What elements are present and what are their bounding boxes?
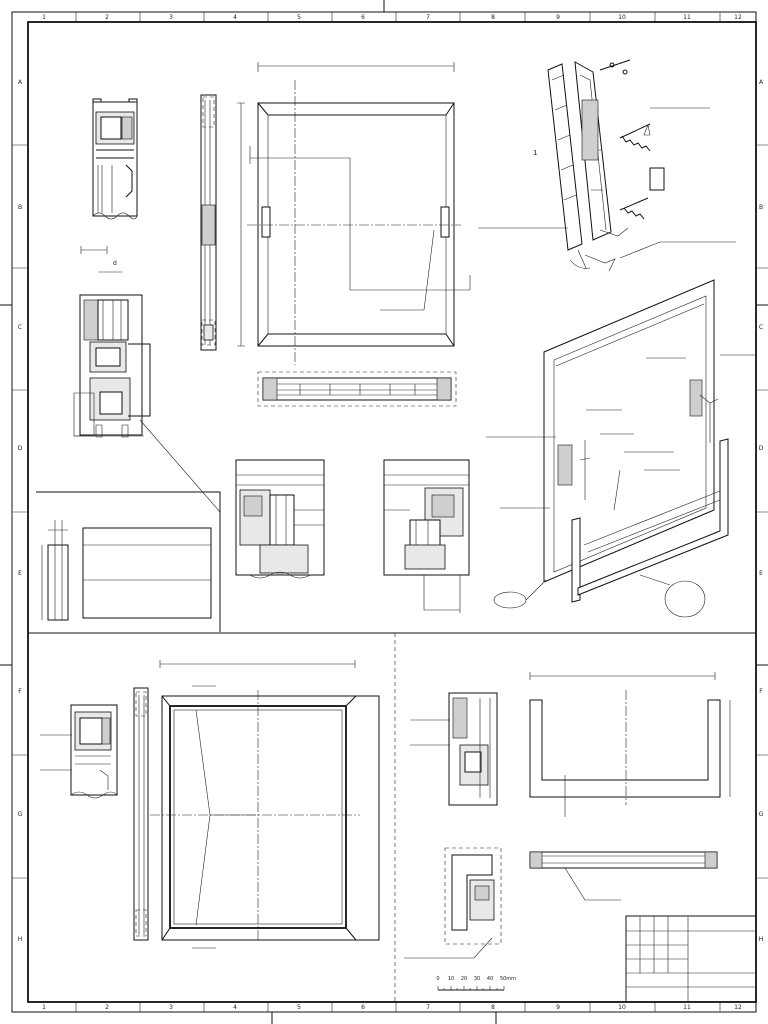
col-label: 5: [297, 1004, 301, 1011]
col-label: 11: [683, 14, 691, 21]
col-label: 8: [491, 1004, 495, 1011]
col-label: 3: [169, 1004, 173, 1011]
row-label: F: [759, 688, 763, 695]
frame-elevation-top: [237, 62, 471, 365]
row-label: E: [18, 570, 22, 577]
row-label: A: [759, 79, 764, 86]
col-label: 11: [683, 1004, 691, 1011]
col-label: 1: [42, 1004, 46, 1011]
detail-profile-boxed: [404, 847, 502, 959]
square-frame-elevation: [150, 660, 380, 949]
col-label: 8: [491, 14, 495, 21]
column-ticks: [75, 12, 721, 1012]
sill-section-left: [235, 459, 325, 579]
window-perspective-view: [486, 279, 756, 618]
scale-bar: 0 10 20 30 40 50mm: [436, 976, 516, 991]
row-labels-left: A B C D E F G H: [18, 79, 23, 943]
col-label: 4: [233, 1004, 237, 1011]
annotation-one: 1: [533, 149, 537, 157]
row-labels-right: A B C D E F G H: [759, 79, 764, 943]
horizontal-section-top: [257, 371, 457, 407]
sill-section-right: [383, 459, 470, 613]
title-block: [625, 915, 757, 1003]
col-label: 10: [618, 14, 626, 21]
profile-section-top: [92, 98, 138, 220]
col-label: 3: [169, 14, 173, 21]
col-label: 6: [361, 1004, 365, 1011]
row-label: H: [759, 936, 764, 943]
col-label: 5: [297, 14, 301, 21]
col-label: 9: [556, 14, 560, 21]
row-label: C: [759, 324, 763, 331]
col-label: 12: [734, 14, 742, 21]
profile-section-bottom-right: [410, 692, 498, 806]
col-label: 12: [734, 1004, 742, 1011]
col-label: 2: [105, 1004, 109, 1011]
vertical-section-narrow: [200, 94, 217, 351]
col-label: 10: [618, 1004, 626, 1011]
column-labels-bottom: 1 2 3 4 5 6 7 8 9 10 11 12: [42, 1004, 742, 1011]
column-labels-top: 1 2 3 4 5 6 7 8 9 10 11 12: [42, 14, 742, 21]
scale-label: 30: [474, 976, 480, 982]
row-label: B: [759, 204, 763, 211]
scale-label: 40: [487, 976, 493, 982]
scale-label: 0: [436, 976, 439, 982]
row-label: E: [759, 570, 763, 577]
row-label: D: [759, 445, 764, 452]
exploded-hardware-view: 1: [478, 59, 736, 272]
u-frame-elevation: [529, 672, 731, 817]
scale-label: 20: [461, 976, 467, 982]
row-label: B: [18, 204, 22, 211]
col-label: 9: [556, 1004, 560, 1011]
track-section: [529, 851, 718, 901]
profile-section-bottom: [40, 704, 118, 799]
col-label: 7: [426, 14, 430, 21]
annotation-d: d: [113, 260, 117, 267]
scale-label: 50mm: [500, 976, 516, 982]
scale-label: 10: [448, 976, 454, 982]
col-label: 1: [42, 14, 46, 21]
col-label: 2: [105, 14, 109, 21]
row-label: D: [18, 445, 23, 452]
col-label: 4: [233, 14, 237, 21]
row-ticks: [12, 144, 768, 879]
vertical-section-bottom: [133, 687, 149, 941]
row-label: A: [18, 79, 23, 86]
row-label: G: [759, 811, 764, 818]
profile-detail-center: d: [73, 246, 221, 513]
row-label: H: [18, 936, 23, 943]
col-label: 7: [426, 1004, 430, 1011]
row-label: C: [18, 324, 22, 331]
dimension-detail-box: [36, 491, 221, 632]
col-label: 6: [361, 14, 365, 21]
row-label: F: [18, 688, 22, 695]
row-label: G: [18, 811, 23, 818]
